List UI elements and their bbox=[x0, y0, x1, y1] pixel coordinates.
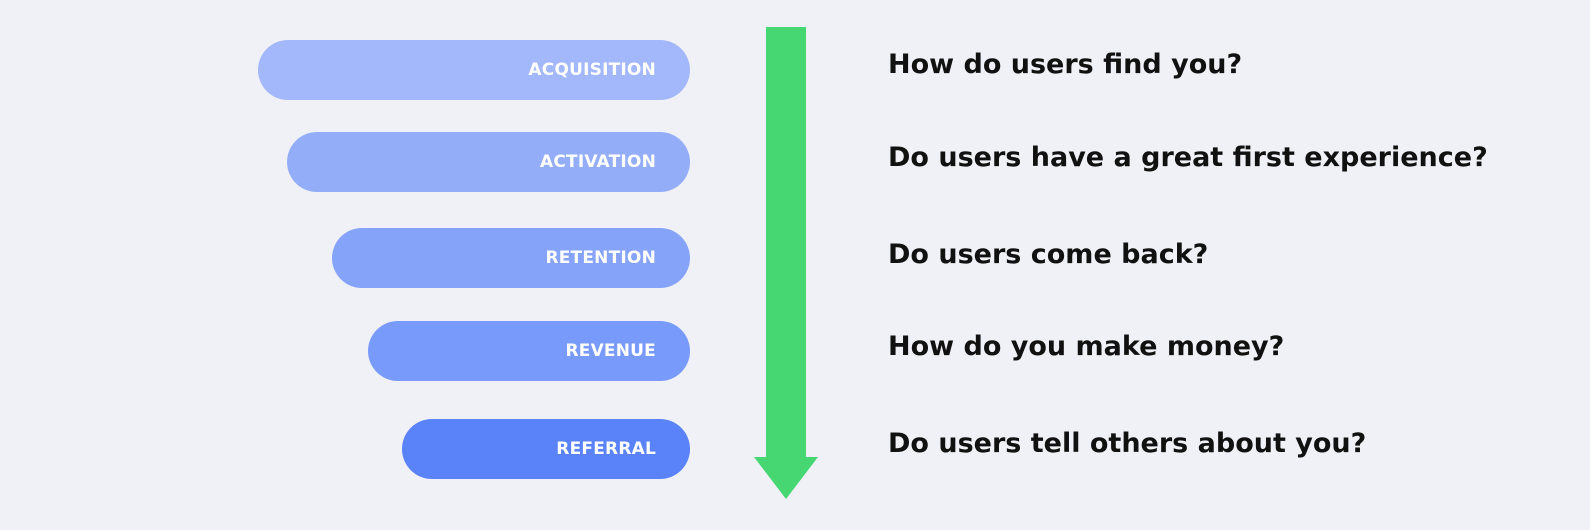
stage-acquisition: ACQUISITION bbox=[258, 40, 690, 100]
question-retention: Do users come back? bbox=[888, 239, 1209, 270]
stage-retention: RETENTION bbox=[332, 228, 690, 288]
question-acquisition: How do users find you? bbox=[888, 49, 1243, 80]
stage-label: REFERRAL bbox=[556, 439, 656, 459]
stage-activation: ACTIVATION bbox=[287, 132, 690, 192]
down-arrow-icon bbox=[754, 27, 818, 499]
arrow-shape bbox=[754, 27, 818, 499]
stage-referral: REFERRAL bbox=[402, 419, 690, 479]
question-referral: Do users tell others about you? bbox=[888, 428, 1367, 459]
stage-label: REVENUE bbox=[565, 341, 656, 361]
question-revenue: How do you make money? bbox=[888, 331, 1285, 362]
stage-label: ACTIVATION bbox=[540, 152, 656, 172]
stage-label: ACQUISITION bbox=[528, 60, 656, 80]
question-activation: Do users have a great first experience? bbox=[888, 142, 1488, 173]
stage-revenue: REVENUE bbox=[368, 321, 690, 381]
stage-label: RETENTION bbox=[545, 248, 656, 268]
